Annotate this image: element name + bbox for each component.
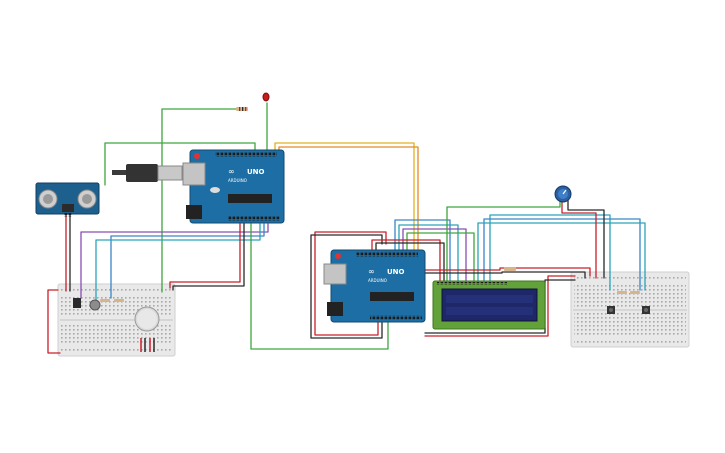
wire-yellow[interactable] — [274, 142, 415, 273]
push-button-icon[interactable] — [607, 306, 615, 314]
buzzer-disc[interactable] — [134, 306, 160, 332]
resistor-lcd[interactable] — [504, 267, 516, 271]
wire-teal[interactable] — [95, 223, 261, 301]
led-icon[interactable] — [262, 92, 270, 102]
arduino1-logo: ∞ — [228, 167, 235, 176]
resistor-top[interactable] — [236, 107, 248, 111]
wire-black-lcd[interactable] — [375, 242, 445, 283]
arduino2-brand: ARDUINO — [368, 278, 387, 283]
breadboard-right[interactable] — [570, 271, 690, 348]
wire-green-long[interactable] — [250, 221, 389, 350]
arduino2-logo: ∞ — [368, 267, 375, 276]
wire-red-pot[interactable] — [561, 197, 597, 279]
wire-green-sensor[interactable] — [104, 142, 256, 186]
wire-teal-lcd[interactable] — [398, 224, 459, 283]
wire-green-lcd[interactable] — [406, 232, 475, 283]
wire-teal-right-2[interactable] — [477, 222, 646, 291]
wire-red-lcd-right[interactable] — [424, 267, 591, 277]
ultrasonic-sensor[interactable] — [35, 182, 100, 217]
resistor-left-1[interactable] — [100, 299, 110, 302]
wire-teal-right[interactable] — [489, 214, 611, 291]
wire-red-bottom[interactable] — [424, 275, 576, 337]
wire-purple[interactable] — [80, 223, 269, 299]
lcd-display[interactable] — [432, 280, 546, 330]
photoresistor[interactable] — [73, 298, 81, 308]
resistor-left-2[interactable] — [114, 299, 124, 302]
arduino-board-1[interactable]: ∞ UNO ARDUINO — [182, 149, 285, 224]
wire-red-arduino2[interactable] — [314, 231, 387, 336]
arduino2-model: UNO — [387, 268, 405, 276]
usb-plug-icon[interactable] — [112, 164, 183, 182]
arduino1-model: UNO — [247, 168, 265, 176]
wire-black-pot[interactable] — [567, 197, 605, 279]
small-potentiometer[interactable] — [89, 299, 101, 311]
arduino-board-2[interactable]: ∞ UNO ARDUINO — [323, 249, 426, 323]
potentiometer-knob-icon[interactable] — [554, 185, 572, 203]
arduino1-brand: ARDUINO — [228, 178, 247, 183]
wire-black-arduino2[interactable] — [310, 234, 383, 339]
wire-red-lcd[interactable] — [371, 239, 441, 283]
push-button-icon[interactable] — [642, 306, 650, 314]
wire-black-lcd-right[interactable] — [424, 271, 586, 279]
wire-green-pot[interactable] — [446, 199, 561, 283]
wire-red-rail-left[interactable] — [47, 289, 61, 354]
wire-green-led[interactable] — [161, 108, 239, 293]
resistor-right-2[interactable] — [630, 291, 640, 294]
wires — [47, 102, 646, 354]
left-board-red-jumpers — [140, 338, 155, 352]
wire-blue[interactable] — [110, 223, 265, 299]
wire-blue-right[interactable] — [483, 218, 641, 291]
wire-red-power1[interactable] — [169, 221, 241, 289]
resistor-right-1[interactable] — [617, 291, 627, 294]
wire-black-gnd1[interactable] — [172, 221, 245, 291]
wire-blue-lcd[interactable] — [394, 219, 451, 283]
